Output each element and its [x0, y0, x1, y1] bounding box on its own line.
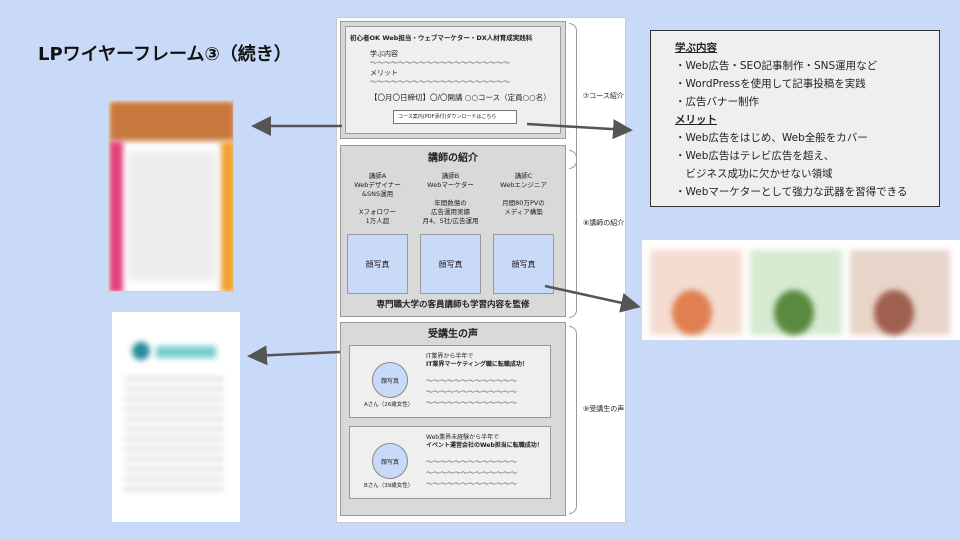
- placeholder-text: ～～～～～～～～～～～～～: [426, 469, 517, 477]
- lp-screenshot-instructors: [642, 240, 960, 340]
- instructor-info: 月間80万PVの: [502, 199, 545, 207]
- instructor-photo: 顔写真: [420, 234, 481, 294]
- learn-label: 学ぶ内容: [370, 50, 398, 58]
- section-label-course: ⑦コース紹介: [583, 92, 624, 100]
- instructor-info: Webエンジニア: [500, 181, 547, 189]
- lp-screenshot-course: [108, 100, 234, 292]
- instructor-info: Xフォロワー: [359, 208, 396, 216]
- learn-item: ・広告バナー制作: [675, 96, 759, 108]
- info-box: 学ぶ内容 ・Web広告・SEO記事制作・SNS運用など ・WordPressを使…: [650, 30, 940, 207]
- testimonial-card: 顔写真 Bさん（39歳女性） Web業界未経験から半年で イベント運営会社のWe…: [349, 426, 551, 499]
- instructor-info: 月4、5社/広告運用: [422, 217, 479, 225]
- merit-item: ビジネス成功に欠かせない領域: [675, 168, 833, 180]
- instructor-info: メディア構築: [504, 208, 543, 216]
- course-heading: 初心者OK Web担当・ウェブマーケター・DX人材育成実践科: [350, 34, 533, 42]
- voices-section: 受講生の声 顔写真 Aさん（26歳女性） IT業界から半年で IT業界マーケティ…: [340, 322, 566, 516]
- placeholder-text: ～～～～～～～～～～～～～: [426, 388, 517, 396]
- placeholder-text: ～～～～～～～～～～～～～: [426, 458, 517, 466]
- instructor-info: 広告運用実績: [431, 208, 470, 216]
- instructor-photo: 顔写真: [493, 234, 554, 294]
- slide-title: LPワイヤーフレーム③（続き）: [38, 44, 292, 65]
- learn-item: ・Web広告・SEO記事制作・SNS運用など: [675, 60, 878, 72]
- lp-screenshot-voices: [112, 312, 240, 522]
- instructors-footer: 専門職大学の客員講師も学習内容を監修: [376, 300, 530, 310]
- testimonial-card: 顔写真 Aさん（26歳女性） IT業界から半年で IT業界マーケティング職に転職…: [349, 345, 551, 418]
- testimonial-lead: IT業界から半年で: [426, 353, 474, 360]
- merit-item: ・Webマーケターとして強力な武器を習得できる: [675, 186, 908, 198]
- course-section: 初心者OK Web担当・ウェブマーケター・DX人材育成実践科 学ぶ内容 ～～～～…: [340, 21, 566, 139]
- instructors-heading: 講師の紹介: [428, 153, 478, 164]
- download-button[interactable]: コース案内(PDF添付)ダウンロードはこちら: [393, 110, 517, 124]
- placeholder-text: ～～～～～～～～～～～～～: [426, 377, 517, 385]
- student-name: Aさん（26歳女性）: [364, 402, 414, 408]
- student-photo: 顔写真: [372, 443, 408, 479]
- instructor-info: Webマーケター: [427, 181, 474, 189]
- instructor-info: 講師C: [514, 172, 533, 180]
- placeholder-text: ～～～～～～～～～～～～～: [426, 399, 517, 407]
- arrow: [526, 119, 633, 140]
- arrow: [544, 284, 641, 313]
- instructor-info: 1万人超: [365, 217, 390, 225]
- instructor-info: 講師A: [368, 172, 387, 180]
- instructor-info: 講師B: [441, 172, 460, 180]
- instructor-info: Webデザイナー: [354, 181, 401, 189]
- merit-item: ・Web広告はテレビ広告を超え、: [675, 150, 835, 162]
- placeholder-text: ～～～～～～～～～～～～～: [426, 480, 517, 488]
- instructor-info: &SNS運用: [361, 190, 394, 198]
- instructor-photo: 顔写真: [347, 234, 408, 294]
- section-label-voices: ⑨受講生の声: [583, 405, 625, 413]
- placeholder-text: ～～～～～～～～～～～～～～～～～～～～: [370, 59, 510, 67]
- merit-item: ・Web広告をはじめ、Web全般をカバー: [675, 132, 868, 144]
- student-name: Bさん（39歳女性）: [364, 483, 414, 489]
- wireframe-panel: 初心者OK Web担当・ウェブマーケター・DX人材育成実践科 学ぶ内容 ～～～～…: [336, 17, 626, 523]
- testimonial-lead: Web業界未経験から半年で: [426, 434, 500, 441]
- student-photo: 顔写真: [372, 362, 408, 398]
- learn-item: ・WordPressを使用して記事投稿を実践: [675, 78, 866, 90]
- testimonial-headline: イベント運営会社のWeb担当に転職成功！: [426, 442, 543, 449]
- voices-heading: 受講生の声: [428, 329, 478, 340]
- merit-label: メリット: [370, 69, 398, 77]
- instructor-info: 年間数億の: [434, 199, 467, 207]
- section-label-instructors: ⑧講師の紹介: [583, 219, 625, 227]
- learn-title: 学ぶ内容: [675, 42, 717, 54]
- testimonial-headline: IT業界マーケティング職に転職成功！: [426, 361, 528, 368]
- merit-title: メリット: [675, 114, 717, 126]
- arrow: [247, 345, 341, 366]
- placeholder-text: ～～～～～～～～～～～～～～～～～～～～: [370, 78, 510, 86]
- schedule-text: 【〇月〇日締切】〇/〇開講 ○○コース（定員○○名）: [370, 93, 551, 102]
